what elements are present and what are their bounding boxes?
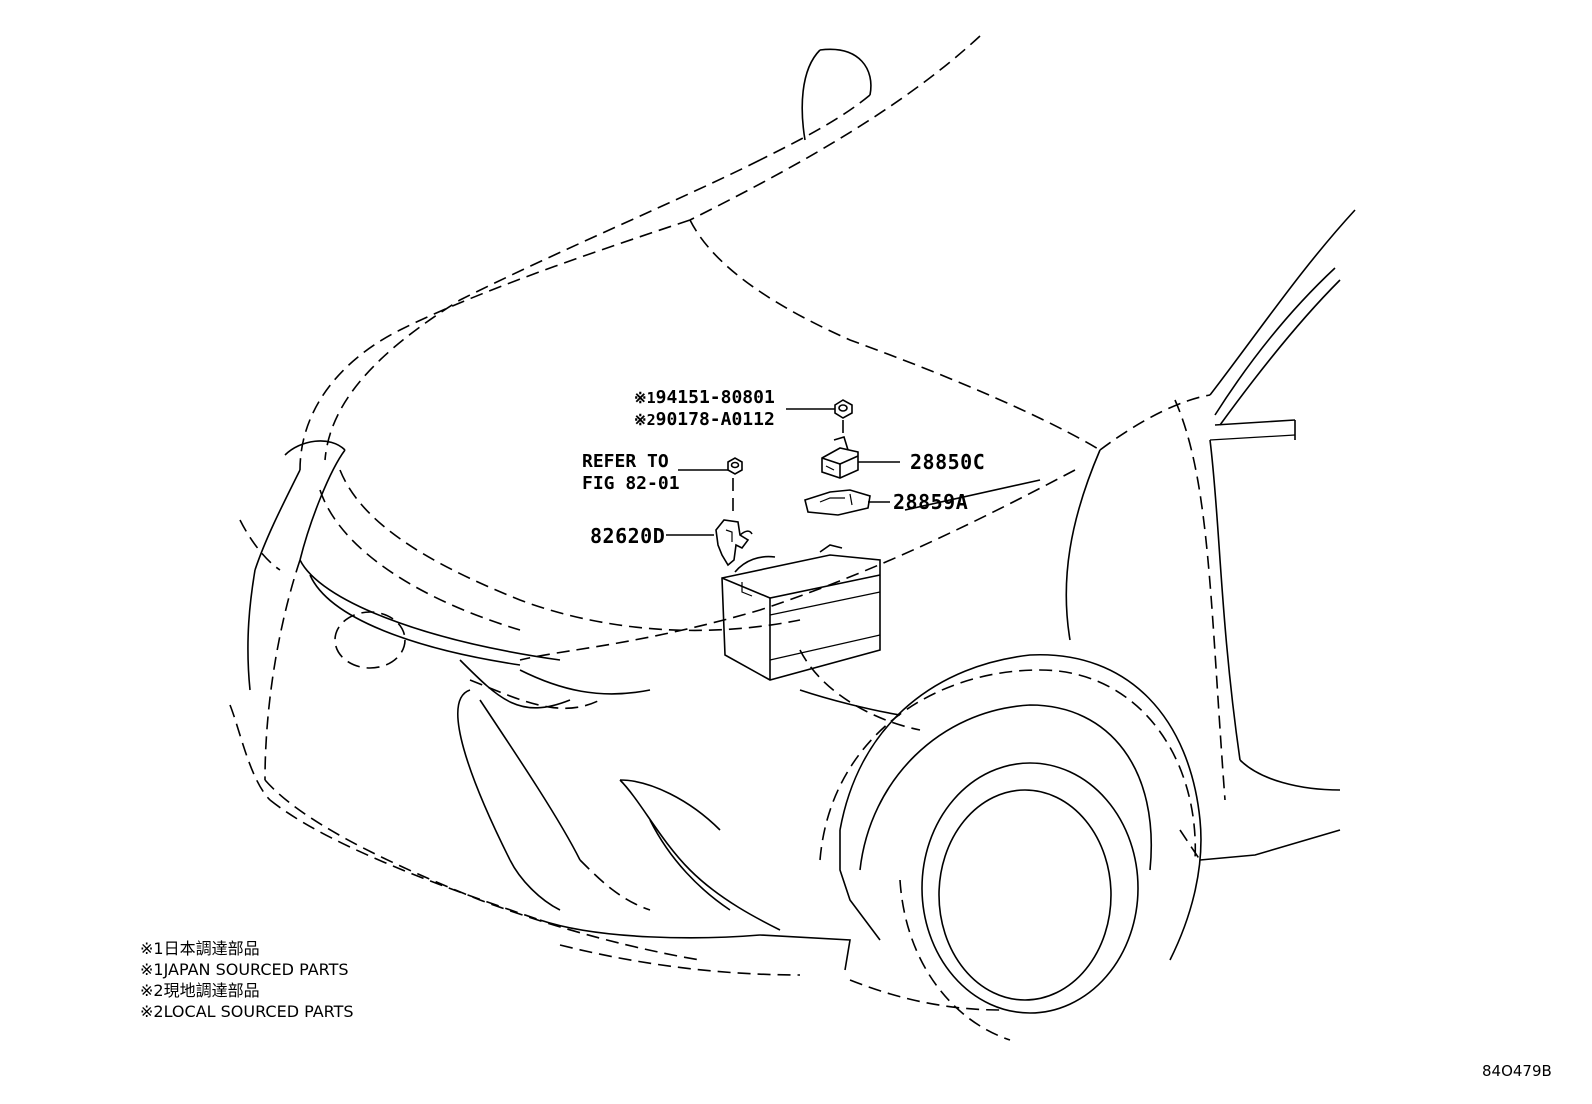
part-label-28850c: 28850C [910, 450, 986, 474]
local-sourced-mark: ※2 [634, 411, 656, 429]
figure-code: 84O479B [1482, 1062, 1552, 1080]
legend-japan-en: ※1JAPAN SOURCED PARTS [140, 960, 349, 979]
part-number-94151: 94151-80801 [655, 387, 775, 408]
part-label-90178: ※290178-A0112 [634, 410, 775, 430]
part-label-82620d: 82620D [590, 524, 666, 548]
legend-local-en: ※2LOCAL SOURCED PARTS [140, 1002, 354, 1021]
part-number-90178: 90178-A0112 [655, 409, 775, 430]
legend-local-jp: ※2現地調達部品 [140, 981, 260, 1000]
legend-japan-jp: ※1日本調達部品 [140, 939, 260, 958]
part-label-28859a: 28859A [893, 490, 969, 514]
part-label-94151: ※194151-80801 [634, 388, 775, 408]
refer-fig-label: FIG 82-01 [582, 473, 680, 494]
japan-sourced-mark: ※1 [634, 389, 656, 407]
refer-to-label: REFER TO [582, 451, 669, 472]
